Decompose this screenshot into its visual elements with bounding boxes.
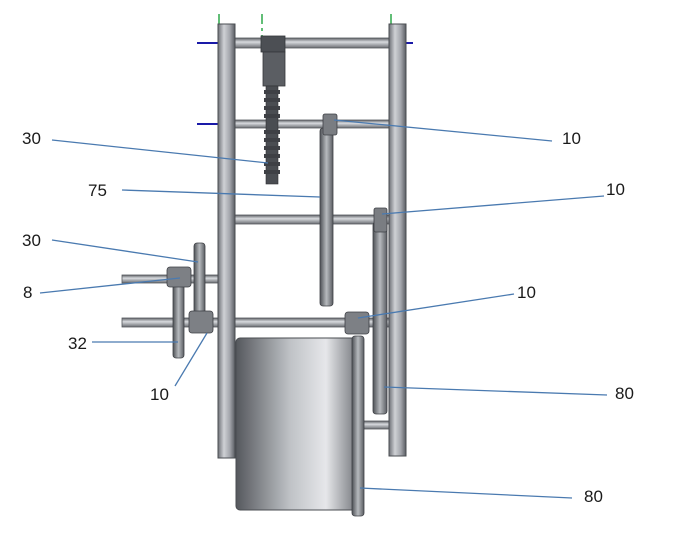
disk-80-right-assembly [372, 207, 388, 415]
label-80-right: 80 [615, 384, 634, 403]
shaft-top [227, 37, 391, 49]
label-75: 75 [88, 181, 107, 200]
label-8: 8 [23, 283, 33, 302]
label-30-top: 30 [22, 129, 41, 148]
hub-10-left [188, 310, 214, 334]
top-block [260, 35, 286, 53]
label-10-upper: 10 [562, 129, 581, 148]
label-10-left: 10 [150, 385, 169, 404]
disk-80-bottom [351, 335, 365, 517]
drum-assembly [235, 335, 365, 517]
leader-r3 [357, 293, 515, 319]
label-10-middle: 10 [606, 180, 625, 199]
label-10-lower: 10 [517, 283, 536, 302]
label-80-bottom: 80 [584, 487, 603, 506]
hub-upper [322, 113, 338, 136]
hub-10-bottom [344, 311, 370, 335]
gear-30-top [265, 85, 279, 185]
left-gears [166, 242, 370, 359]
leader-l1 [51, 139, 269, 164]
leader-l3 [51, 239, 199, 263]
leader-r5 [359, 487, 573, 499]
gear-hub [262, 51, 286, 87]
disk-75 [319, 127, 334, 307]
gear-teeth [264, 90, 280, 174]
leader-l2 [121, 189, 321, 198]
label-32: 32 [68, 334, 87, 353]
disk-75-assembly [319, 113, 338, 307]
drum [235, 337, 357, 511]
disk-30-left [193, 242, 206, 322]
leader-l4 [39, 277, 181, 294]
label-30-left: 30 [22, 231, 41, 250]
leader-lines [39, 119, 608, 499]
gear-assembly [260, 35, 286, 185]
leader-r2 [381, 195, 605, 215]
shaft-upper [227, 119, 391, 129]
shaft-middle [227, 214, 391, 225]
right-plate [388, 23, 407, 457]
disk-80-right [372, 221, 388, 415]
disk-32 [172, 279, 185, 359]
frame-plates [217, 23, 407, 459]
leader-r1 [333, 119, 553, 142]
leader-r4 [383, 386, 608, 396]
hub-8 [166, 266, 192, 288]
hub-right [373, 207, 388, 233]
left-plate [217, 23, 236, 459]
leader-l6 [174, 332, 208, 387]
